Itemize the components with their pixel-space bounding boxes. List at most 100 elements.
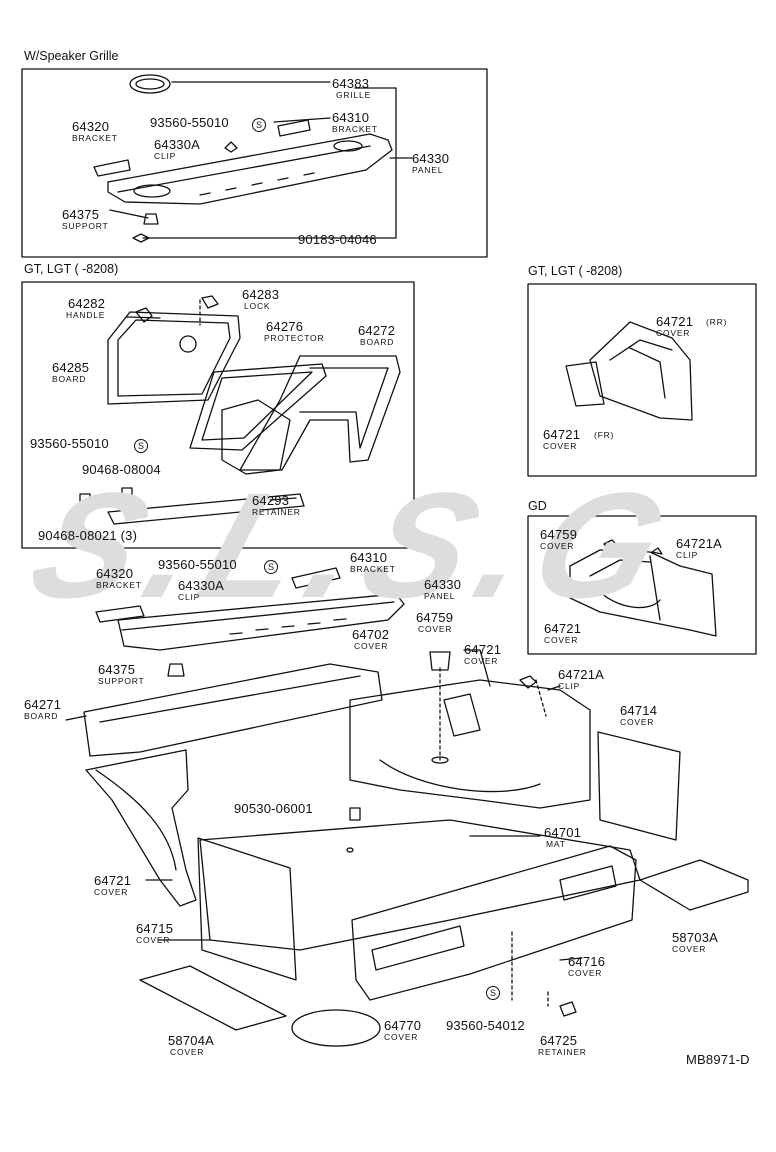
gd-cover-64759 [603,539,619,551]
speaker-support [143,213,159,225]
label-64721-left-name: COVER [94,887,129,897]
gt-rr-cover [589,321,693,421]
main-top-cover-64702 [349,679,591,809]
gt-lock [201,295,219,309]
label-64721A-main-name: CLIP [558,681,581,691]
speaker-clip [224,141,238,153]
label-58704A-name: COVER [170,1047,205,1057]
label-64310: 64310 [332,110,370,125]
label-64770: 64770 [384,1018,422,1033]
label-64721-top-name: COVER [464,656,499,666]
label-93560-54012: 93560-54012 [446,1018,525,1033]
label-58704A: 58704A [168,1033,215,1048]
label-64721A-main: 64721A [558,667,605,682]
label-64725: 64725 [540,1033,578,1048]
main-left-cover-64721 [85,749,197,907]
label-64330A-main: 64330A [178,578,225,593]
label-64714: 64714 [620,703,658,718]
label-64271-name: BOARD [24,711,59,721]
label-64310-main-name: BRACKET [350,564,396,574]
label-64721-rr-name: COVER [656,328,691,338]
label-64320-name: BRACKET [72,133,118,143]
main-panel-64330 [117,593,405,651]
gt-right-section-frame [527,283,757,477]
label-64271: 64271 [24,697,62,712]
label-64282: 64282 [68,296,106,311]
label-64272: 64272 [358,323,396,338]
label-64716-name: COVER [568,968,603,978]
main-cover-64759 [429,651,451,671]
label-64285: 64285 [52,360,90,375]
label-64759-gd: 64759 [540,527,578,542]
main-bracket-64310 [291,567,341,589]
label-64293: 64293 [252,493,290,508]
gt-fr-cover [565,361,605,407]
speaker-panel-part [107,133,393,205]
main-cover-58703A [639,859,749,911]
label-93560-55010-b: 93560-55010 [30,436,109,451]
label-64330-name: PANEL [412,165,444,175]
label-64770-name: COVER [384,1032,419,1042]
main-rear-cover-64716 [351,845,637,1001]
gt-left-section-frame [21,281,415,549]
label-64276: 64276 [266,319,304,334]
watermark: S.L.S.G [12,461,699,629]
label-64759-main-name: COVER [418,624,453,634]
speaker-section-frame [21,68,488,258]
speaker-screw [132,233,150,243]
gt-clip-a [79,493,91,507]
gt-board-64272 [239,355,401,471]
label-64721-fr-name: COVER [543,441,578,451]
label-64320: 64320 [72,119,110,134]
label-64716: 64716 [568,954,606,969]
label-90468-08004: 90468-08004 [82,462,161,477]
label-64330A-main-name: CLIP [178,592,201,602]
label-64721-gd: 64721 [544,621,582,636]
label-64330: 64330 [412,151,450,166]
label-64375-main-name: SUPPORT [98,676,145,686]
label-64283-name: LOCK [244,301,271,311]
label-64283: 64283 [242,287,280,302]
label-90530-06001: 90530-06001 [234,801,313,816]
main-support-64375 [167,663,185,677]
label-64721-gd-name: COVER [544,635,579,645]
figure-code: MB8971-D [686,1052,750,1067]
label-64721-rr-suffix: (RR) [706,317,728,327]
label-64702-name: COVER [354,641,389,651]
section-title-gd: GD [528,499,547,513]
label-64715: 64715 [136,921,174,936]
main-screw-90530 [349,807,361,821]
gt-retainer-64293 [107,493,305,525]
label-64293-name: RETAINER [252,507,301,517]
label-90468-08021: 90468-08021 (3) [38,528,138,543]
label-64285-name: BOARD [52,374,87,384]
main-mat-64701 [199,819,641,951]
label-64701-name: MAT [546,839,566,849]
label-64310-main: 64310 [350,550,388,565]
label-64725-name: RETAINER [538,1047,587,1057]
gd-section-frame [527,515,757,655]
label-64721-left: 64721 [94,873,132,888]
main-cover-64715 [197,837,297,981]
label-64715-name: COVER [136,935,171,945]
label-64721-fr: 64721 [543,427,581,442]
section-title-gt-right: GT, LGT ( -8208) [528,264,623,278]
speaker-bracket-right [277,119,311,137]
main-bracket-64320 [95,605,145,623]
s-icon: S [264,558,278,574]
label-93560-55010-a: 93560-55010 [150,115,229,130]
label-64721-rr: 64721 [656,314,694,329]
gt-protector-64276 [189,363,327,451]
label-58703A: 58703A [672,930,719,945]
main-clip-64330A [247,583,265,597]
label-64330A: 64330A [154,137,201,152]
section-title-gt-left: GT, LGT ( -8208) [24,262,119,276]
label-58703A-name: COVER [672,944,707,954]
gt-board-64285 [107,311,241,405]
gd-cover [569,549,717,637]
label-64701: 64701 [544,825,582,840]
main-board-64271 [83,663,383,757]
label-64272-name: BOARD [360,337,395,347]
label-90183-04046: 90183-04046 [298,232,377,247]
